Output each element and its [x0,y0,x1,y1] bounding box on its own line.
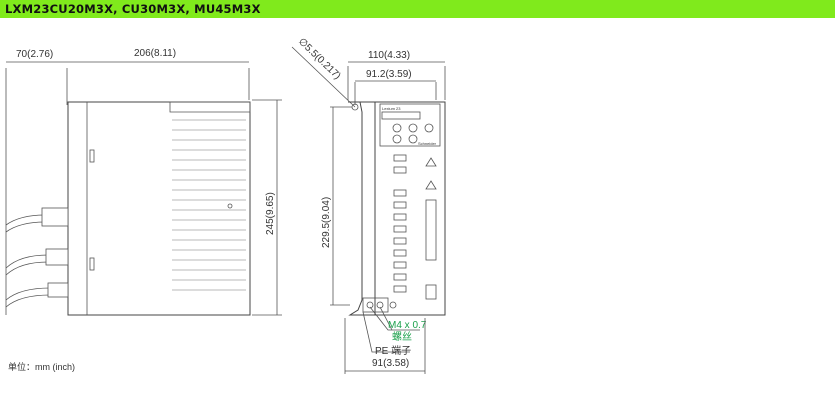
pe-label: PE 端子 [375,344,411,357]
dim-hole-vertical: 229.5(9.04) [321,197,332,248]
terminal-block [393,154,407,293]
vent-slots [172,119,246,291]
side-view: 70(2.76) 206(8.11) [5,48,282,316]
screw-label: M4 x 0.7 [388,320,427,331]
unit-note: 单位：mm (inch) [8,362,75,372]
title-bar: LXM23CU20M3X, CU30M3X, MU45M3X [0,0,835,18]
dim-height: 245(9.65) [265,192,276,235]
front-view: 110(4.33) 91.2(3.59) ∅5.5(0.217) Lexium … [291,36,446,374]
dim-width: 110(4.33) [368,50,410,61]
dim-depth-ext: 70(2.76) [16,49,53,60]
dim-hole: ∅5.5(0.217) [296,36,343,82]
panel-brand: Lexium 23 [382,106,401,111]
model-title: LXM23CU20M3X, CU30M3X, MU45M3X [5,2,261,16]
cables [5,207,69,308]
dim-bottom: 91(3.58) [372,358,409,369]
dim-hole-pitch: 91.2(3.59) [366,69,412,80]
panel-logo: Schneider [418,141,437,146]
screw-label-cn: 螺丝 [392,331,412,343]
dim-depth: 206(8.11) [134,48,176,59]
